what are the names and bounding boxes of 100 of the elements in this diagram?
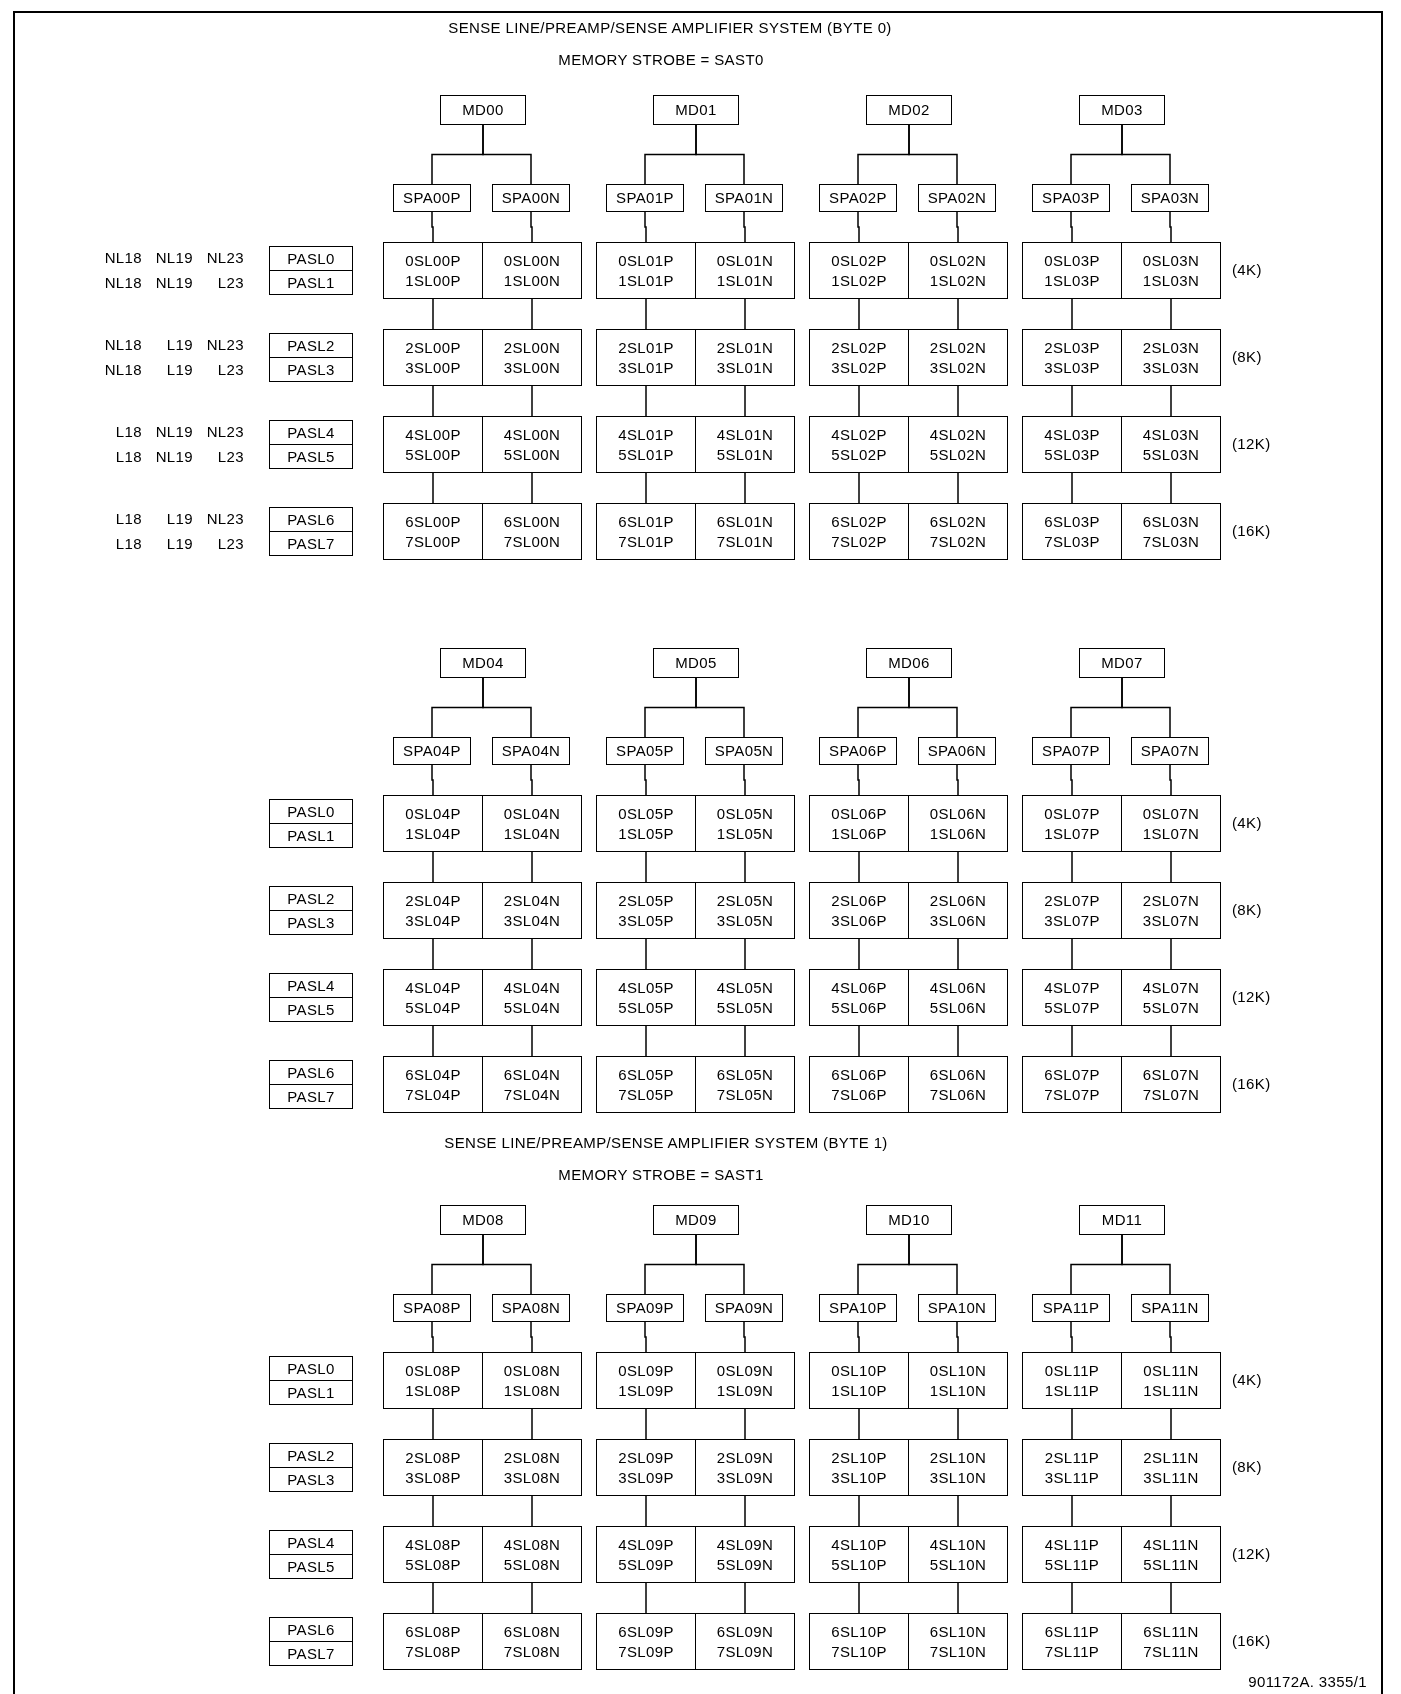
- connector-line: [530, 211, 533, 243]
- preamp-box: [606, 184, 684, 212]
- signal-name: SPA02N: [927, 188, 987, 208]
- signal-name: 4SL11N: [1143, 1534, 1199, 1555]
- capacity-label: (8K): [1232, 347, 1263, 367]
- signal-name: SPA09N: [714, 1298, 774, 1318]
- sense-line-cell: [596, 503, 696, 560]
- signal-name: 6SL05N: [716, 1064, 774, 1085]
- section-heading: SENSE LINE/PREAMP/SENSE AMPLIFIER SYSTEM (BYTE 1): [443, 1133, 889, 1153]
- signal-name: 4SL05N: [716, 977, 774, 998]
- sense-line-cell: [1022, 503, 1122, 560]
- connector-line: [695, 677, 745, 738]
- address-signal: NL18: [103, 335, 142, 355]
- capacity-label: (12K): [1232, 434, 1272, 454]
- signal-name: 6SL10N: [929, 1621, 987, 1642]
- signal-name: 0SL11P: [1044, 1360, 1100, 1381]
- sense-line-cell: [908, 242, 1008, 299]
- signal-name: SPA09P: [616, 1298, 674, 1318]
- sense-line-cell: [596, 242, 696, 299]
- sense-line-cell: [482, 1613, 582, 1670]
- preamp-box: [606, 737, 684, 765]
- connector-line: [645, 851, 647, 883]
- address-signal: NL23: [205, 509, 244, 529]
- signal-name: 1SL03P: [1044, 270, 1100, 291]
- signal-name: 3SL02P: [831, 357, 887, 378]
- connector-line: [1071, 298, 1073, 330]
- connector-line: [858, 851, 860, 883]
- select-box: [269, 270, 353, 295]
- signal-name: 6SL00P: [405, 511, 461, 532]
- signal-name: 4SL04P: [405, 977, 461, 998]
- connector-line: [858, 1025, 860, 1057]
- sense-line-cell: [596, 882, 696, 939]
- preamp-box: [819, 184, 897, 212]
- signal-name: 1SL09P: [618, 1380, 674, 1401]
- signal-name: MD08: [462, 1210, 504, 1230]
- signal-name: 2SL03P: [1044, 337, 1100, 358]
- connector-line: [1121, 124, 1171, 185]
- connector-line: [908, 1234, 958, 1295]
- preamp-box: [393, 737, 471, 765]
- signal-name: 1SL11P: [1044, 1380, 1100, 1401]
- connector-line: [744, 938, 746, 970]
- signal-name: 4SL05P: [618, 977, 674, 998]
- sense-line-cell: [482, 503, 582, 560]
- signal-name: 0SL01N: [716, 250, 774, 271]
- signal-name: 7SL01N: [716, 531, 774, 552]
- connector-line: [1170, 1495, 1172, 1527]
- preamp-box: [393, 184, 471, 212]
- signal-name: 0SL02P: [831, 250, 887, 271]
- signal-name: MD06: [888, 653, 930, 673]
- address-signal: L18: [114, 534, 142, 554]
- connector-line: [432, 1025, 434, 1057]
- connector-line: [956, 1321, 959, 1353]
- preamp-box: [393, 1294, 471, 1322]
- capacity-label: (4K): [1232, 1370, 1263, 1390]
- connector-line: [743, 764, 746, 796]
- signal-name: 2SL11N: [1143, 1447, 1199, 1468]
- sense-line-cell: [1022, 1056, 1122, 1113]
- select-box: [269, 1641, 353, 1666]
- signal-name: 2SL02N: [929, 337, 987, 358]
- select-box: [269, 1554, 353, 1579]
- sense-line-cell: [809, 1352, 909, 1409]
- connector-line: [908, 124, 958, 185]
- signal-name: 3SL11N: [1143, 1467, 1199, 1488]
- select-box: [269, 246, 353, 271]
- select-box: [269, 333, 353, 358]
- signal-name: 7SL07N: [1142, 1084, 1200, 1105]
- signal-name: 1SL06N: [929, 823, 987, 844]
- preamp-box: [492, 184, 570, 212]
- signal-name: 3SL02N: [929, 357, 987, 378]
- connector-line: [1170, 1408, 1172, 1440]
- signal-name: 4SL10N: [929, 1534, 987, 1555]
- signal-name: 1SL10P: [831, 1380, 887, 1401]
- connector-line: [744, 851, 746, 883]
- sense-line-cell: [1022, 795, 1122, 852]
- signal-name: 2SL02P: [831, 337, 887, 358]
- sense-line-cell: [1022, 242, 1122, 299]
- connector-line: [482, 1234, 532, 1295]
- signal-name: 5SL03P: [1044, 444, 1100, 465]
- memory-data-box: [440, 1205, 526, 1235]
- signal-name: 1SL10N: [929, 1380, 987, 1401]
- signal-name: MD01: [675, 100, 717, 120]
- signal-name: PASL5: [287, 446, 335, 467]
- signal-name: 4SL04N: [503, 977, 561, 998]
- signal-name: 3SL10N: [929, 1467, 987, 1488]
- capacity-label: (4K): [1232, 813, 1263, 833]
- signal-name: 5SL10P: [831, 1554, 887, 1575]
- signal-name: 1SL05N: [716, 823, 774, 844]
- signal-name: 2SL08N: [503, 1447, 561, 1468]
- signal-name: 1SL04N: [503, 823, 561, 844]
- connector-line: [1170, 472, 1172, 504]
- connector-line: [432, 385, 434, 417]
- signal-name: 0SL00P: [405, 250, 461, 271]
- signal-name: 3SL10P: [831, 1467, 887, 1488]
- signal-name: 2SL05P: [618, 890, 674, 911]
- select-box: [269, 1617, 353, 1642]
- signal-name: 2SL07N: [1142, 890, 1200, 911]
- sense-line-cell: [1121, 1439, 1221, 1496]
- signal-name: 5SL02P: [831, 444, 887, 465]
- connector-line: [432, 298, 434, 330]
- signal-name: 1SL06P: [831, 823, 887, 844]
